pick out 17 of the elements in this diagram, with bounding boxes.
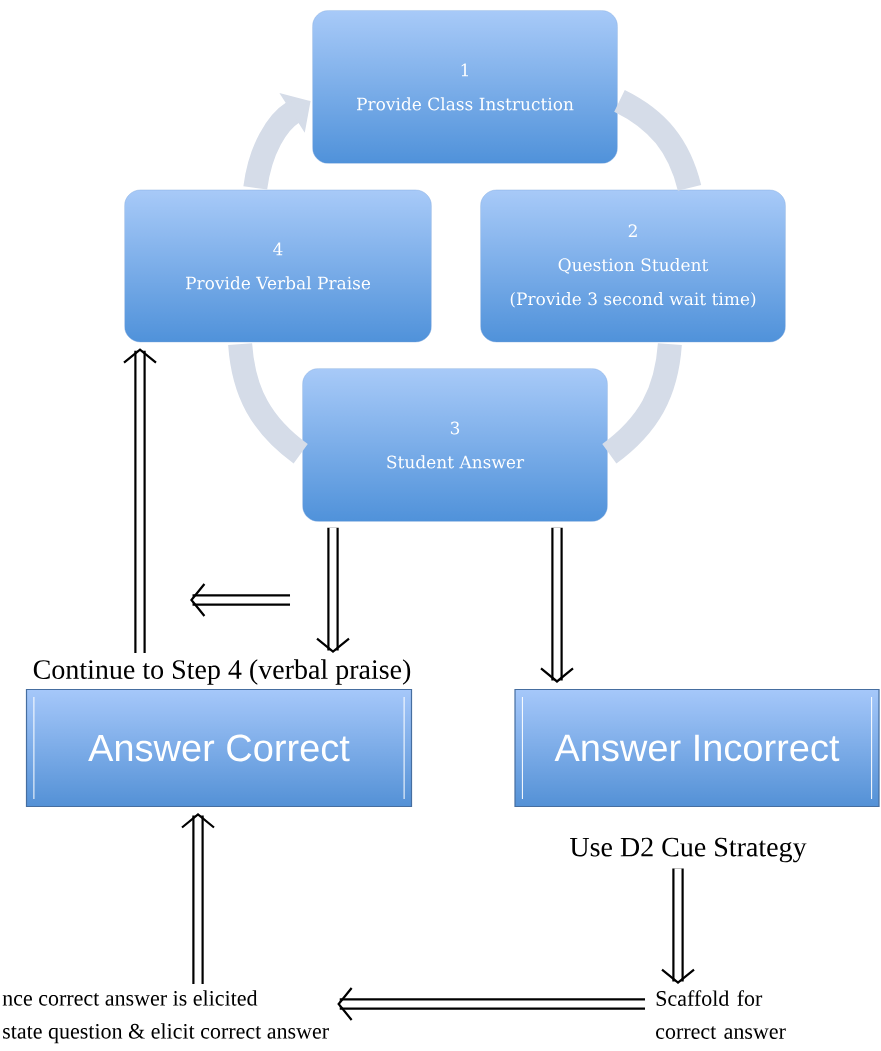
arrow [661, 868, 695, 984]
process-box: 4 Provide Verbal Praise [124, 189, 432, 343]
process-box: 2 Question Student (Provide 3 second wait time) [480, 189, 786, 343]
note-text: Scaffold for correct answer [656, 990, 786, 1039]
note-text: nce correct answer is elicited state question & elicit correct answer [2, 990, 329, 1044]
process-box: 1 Provide Class Instruction [312, 10, 618, 164]
outcome-box: Answer Incorrect [514, 688, 880, 808]
arrow [337, 987, 645, 1021]
outcome-box: Answer Correct [25, 688, 413, 808]
arrow [181, 813, 215, 984]
arrow [123, 348, 157, 654]
process-box: 3 Student Answer [302, 368, 608, 522]
cycle-arrow [243, 92, 311, 190]
step-text: Use D2 Cue Strategy [570, 837, 807, 863]
arrow [316, 527, 350, 654]
arrow [540, 527, 574, 683]
step-text: Continue to Step 4 (verbal praise) [33, 659, 411, 685]
